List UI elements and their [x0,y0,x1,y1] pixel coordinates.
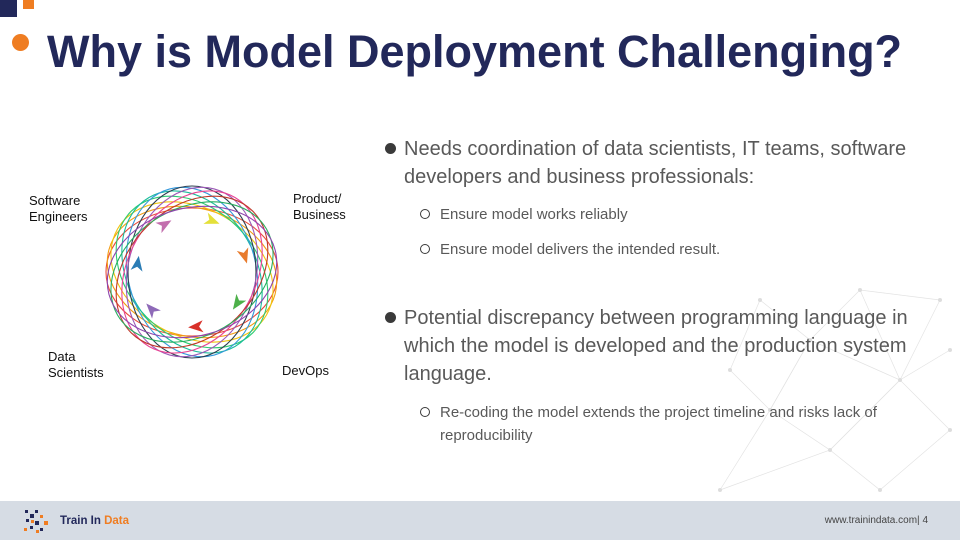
title-dot-orange [12,34,29,51]
ring-9 [115,195,269,349]
slide-title: Why is Model Deployment Challenging? [47,26,903,77]
label-product-business: Product/ Business [293,191,346,222]
rings-group [105,185,279,359]
ring-10 [110,201,274,343]
bullet-coordination: Needs coordination of data scientists, I… [383,135,943,191]
ring-11 [106,205,278,339]
sub-bullet-intended-result: Ensure model delivers the intended resul… [383,238,943,261]
sub-bullet-reliability: Ensure model works reliably [383,203,943,226]
bullet-list: Needs coordination of data scientists, I… [383,135,943,447]
collaboration-rings-diagram [105,185,279,359]
page-separator: | [917,515,920,526]
label-devops: DevOps [282,363,329,378]
network-background-graphic [718,288,952,492]
corner-square-navy [0,0,17,17]
arrow-6 [130,255,143,272]
bullet-language-discrepancy: Potential discrepancy between programmin… [383,304,943,388]
ring-8 [121,190,263,354]
arrow-0 [155,220,172,234]
footer-band [0,501,960,540]
ring-1 [106,205,278,339]
arrow-2 [236,247,249,264]
corner-square-orange [23,0,34,9]
ring-0 [105,207,279,337]
website-url: www.trainindata.com [824,515,918,526]
ring-5 [125,186,259,358]
label-data-scientists: Data Scientists [48,349,104,380]
ring-2 [110,201,274,343]
arrow-3 [232,293,247,310]
ring-6 [127,185,257,359]
label-software-engineers: Software Engineers [29,193,88,224]
arrow-4 [188,320,204,333]
arrows-group [130,212,249,333]
footer-page-info: www.trainindata.com| 4 [825,515,928,526]
ring-4 [121,190,263,354]
train-in-data-logo-icon [24,510,48,533]
brand-name-part: Train In [60,515,105,527]
arrow-5 [146,303,161,319]
brand-name: Train In Data [60,515,129,527]
sub-bullet-recoding: Re-coding the model extends the project … [383,401,943,447]
arrow-1 [203,212,220,224]
brand-name-accent: Data [104,515,130,527]
ring-7 [125,186,259,358]
page-number: 4 [922,515,928,526]
ring-3 [115,195,269,349]
